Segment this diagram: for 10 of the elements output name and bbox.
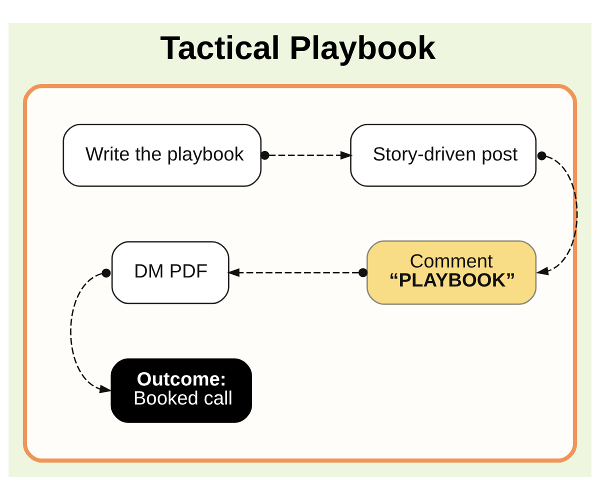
arrow (260, 150, 353, 160)
node-box: Story-driven post (350, 124, 537, 187)
node-box: Outcome: Booked call (110, 358, 252, 423)
node-box: DM PDF (111, 241, 230, 304)
arrow (536, 151, 578, 276)
arrow (70, 268, 112, 394)
arrow (227, 268, 368, 278)
node-box: Write the playbook (62, 124, 262, 187)
node-box: Comment “PLAYBOOK” (366, 240, 537, 305)
diagram-title: Tactical Playbook (160, 28, 436, 66)
